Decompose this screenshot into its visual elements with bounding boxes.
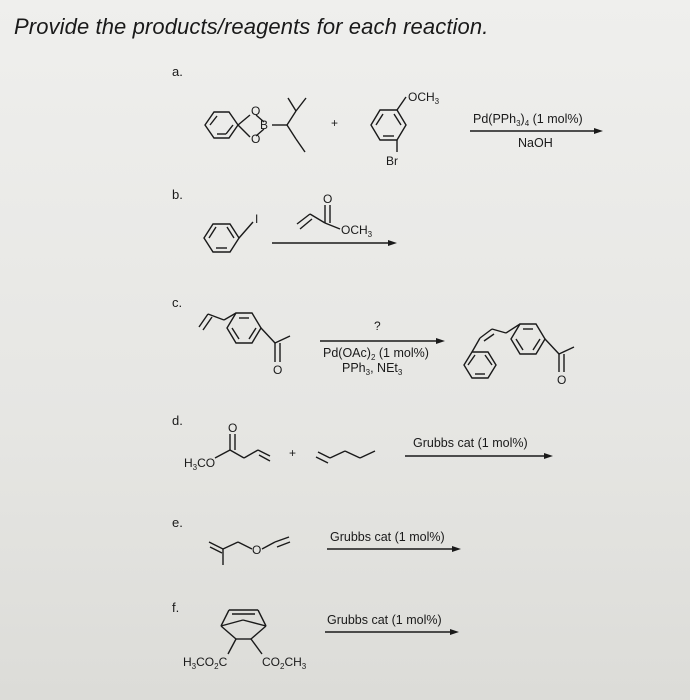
- reaction-d-plus-sign: +: [289, 446, 297, 460]
- reaction-d-catalyst: Grubbs cat (1 mol%): [413, 436, 528, 450]
- reaction-c-ligand-base: PPh3, NEt3: [342, 361, 403, 377]
- boron-atom: B: [260, 118, 269, 132]
- reaction-f-label: f.: [172, 600, 180, 615]
- methoxy-group-d: H3CO: [184, 456, 216, 472]
- reaction-e-label: e.: [172, 515, 183, 530]
- iodine-atom: I: [255, 212, 259, 226]
- reaction-c-catalyst: Pd(OAc)2 (1 mol%): [323, 346, 429, 362]
- carbonyl-oxygen-d: O: [228, 421, 238, 435]
- reaction-c-arrow: [320, 338, 445, 344]
- bromine-atom: Br: [386, 154, 398, 168]
- reaction-d-label: d.: [172, 413, 183, 428]
- page-title: Provide the products/reagents for each r…: [14, 14, 489, 39]
- reaction-f-arrow: [325, 629, 459, 635]
- left-ester-group: H3CO2C: [183, 655, 228, 671]
- unknown-reagent-mark: ?: [374, 319, 381, 333]
- boronate-oxygen-top: O: [251, 104, 261, 118]
- carbonyl-oxygen-b: O: [323, 192, 333, 206]
- reaction-c-reactant-structure: [198, 312, 291, 362]
- reaction-b-arrow: [272, 240, 397, 246]
- reaction-d-arrow: [405, 453, 553, 459]
- bromobenzyl-ether-structure: [370, 96, 407, 152]
- reactant-carbonyl-oxygen: O: [273, 363, 283, 377]
- reaction-c-product-structure: [463, 323, 575, 379]
- allyl-ether-structure: [208, 536, 291, 565]
- methyl-acrylate-structure: [296, 205, 341, 230]
- reaction-a-arrow: [470, 128, 603, 134]
- reaction-a-catalyst: Pd(PPh3)4 (1 mol%): [473, 112, 583, 128]
- reaction-a-plus-sign: +: [331, 116, 339, 130]
- boronate-oxygen-bottom: O: [251, 132, 261, 146]
- iodobenzene-structure: [203, 221, 254, 253]
- methoxy-group-a: OCH3: [408, 90, 440, 106]
- catechol-boronate-structure: [204, 97, 307, 153]
- reaction-e-arrow: [327, 546, 461, 552]
- methoxy-group-b: OCH3: [341, 223, 373, 239]
- reaction-e-catalyst: Grubbs cat (1 mol%): [330, 530, 445, 544]
- product-carbonyl-oxygen: O: [557, 373, 567, 387]
- reaction-a-base: NaOH: [518, 136, 553, 150]
- reaction-c-label: c.: [172, 295, 183, 310]
- pentene-structure: [315, 450, 376, 464]
- reaction-f-catalyst: Grubbs cat (1 mol%): [327, 613, 442, 627]
- methyl-pentenoate-structure: [214, 434, 271, 462]
- norbornene-diester-structure: [220, 609, 267, 655]
- right-ester-group: CO2CH3: [262, 655, 307, 671]
- ether-oxygen-e: O: [252, 543, 262, 557]
- reaction-b-label: b.: [172, 187, 183, 202]
- reaction-a-label: a.: [172, 64, 183, 79]
